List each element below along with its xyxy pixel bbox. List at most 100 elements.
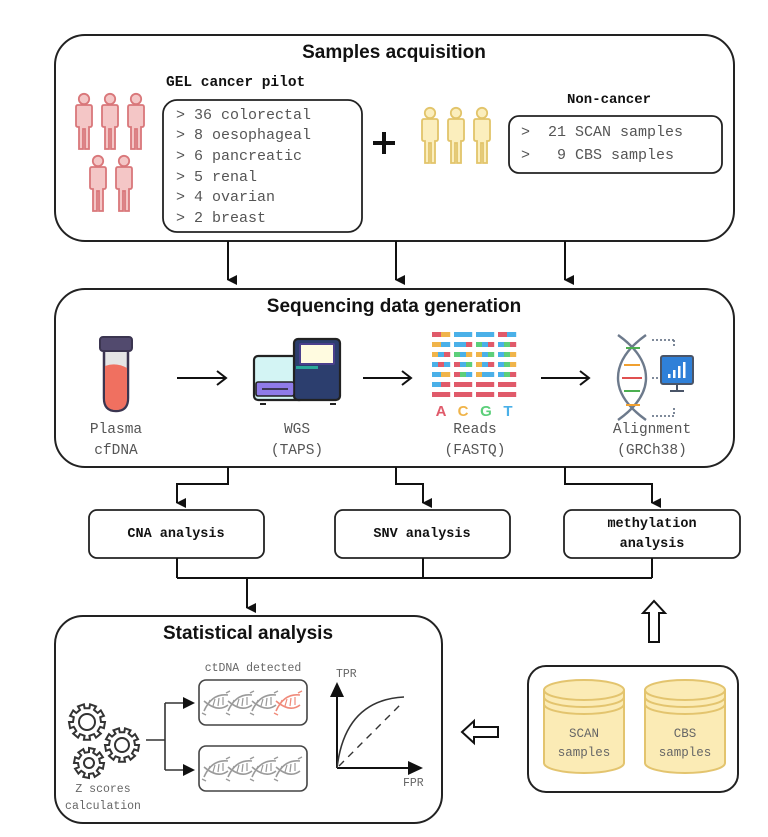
read-segment <box>488 372 495 377</box>
list-item: > 9 CBS samples <box>521 147 675 164</box>
gears-icon <box>67 702 141 780</box>
read-segment <box>466 352 473 357</box>
base-g: G <box>480 403 492 420</box>
list-item: > 4 ovarian <box>176 189 276 206</box>
read-segment <box>485 392 495 397</box>
step-label-line: cfDNA <box>94 443 138 459</box>
read-segment <box>441 342 451 347</box>
read-segment <box>466 362 473 367</box>
cancer-cohort-heading: GEL cancer pilot <box>166 75 306 91</box>
read-segment <box>454 362 461 367</box>
cbs-database-label: CBS samples <box>659 725 712 763</box>
list-item: > 6 pancreatic <box>176 148 303 165</box>
read-segment <box>476 362 483 367</box>
gear <box>72 746 106 780</box>
list-item: > 5 renal <box>176 169 258 186</box>
list-item: > 21 SCAN samples <box>521 124 684 141</box>
read-segment <box>504 372 511 377</box>
roc-diagonal <box>338 704 401 767</box>
read-segment <box>476 382 486 387</box>
read-segment <box>488 352 495 357</box>
cancer-list-box <box>162 99 363 233</box>
step-arrow <box>177 370 228 386</box>
db-label-line: CBS <box>673 727 697 741</box>
roc-y-arrowhead <box>330 682 344 697</box>
connector-arrows <box>227 241 574 285</box>
noncancer-cohort-heading: Non-cancer <box>566 92 652 108</box>
db-label-line: SCAN <box>568 727 600 741</box>
gear-hole <box>78 713 96 731</box>
step-label-reads: Reads (FASTQ) <box>445 420 506 462</box>
step-label-line: Alignment <box>612 422 692 438</box>
read-segment <box>482 372 489 377</box>
read-segment <box>507 392 517 397</box>
methylation-analysis-label: methylation analysis <box>607 517 697 552</box>
step-arrow <box>541 370 591 386</box>
gear-hole <box>83 757 95 769</box>
step-label-plasma: Plasma cfDNA <box>90 420 142 462</box>
list-item: > 36 colorectal <box>176 107 312 124</box>
read-segment <box>463 382 473 387</box>
step-label-line: (FASTQ) <box>444 443 506 459</box>
read-segment <box>498 392 508 397</box>
step-label-wgs: WGS(TAPS) <box>271 420 323 462</box>
read-segment <box>504 352 511 357</box>
read-segment <box>510 372 517 377</box>
read-segment <box>476 372 483 377</box>
read-segment <box>463 392 473 397</box>
base-c: C <box>458 403 469 420</box>
read-segment <box>441 392 451 397</box>
connector-arrows <box>176 467 661 508</box>
read-segment <box>441 382 451 387</box>
read-segment <box>460 362 467 367</box>
read-segment <box>438 362 445 367</box>
reads-icon <box>432 332 517 397</box>
roc-y-label: TPR <box>336 668 357 681</box>
read-segment <box>498 372 505 377</box>
step-label-line: (TAPS) <box>270 443 324 459</box>
sequencer-icon <box>252 337 342 405</box>
read-segment <box>504 342 511 347</box>
read-segment <box>454 382 464 387</box>
base-t: T <box>503 403 512 420</box>
read-segment <box>485 382 495 387</box>
sequencing-title: Sequencing data generation <box>266 296 522 317</box>
merge-connector <box>176 558 653 613</box>
read-segment <box>454 332 464 337</box>
read-segment <box>466 342 473 347</box>
read-segment <box>510 342 517 347</box>
roc-x-arrowhead <box>408 761 423 775</box>
read-segment <box>444 362 451 367</box>
read-segment <box>482 362 489 367</box>
read-segment <box>432 392 442 397</box>
read-segment <box>460 372 467 377</box>
list-item: > 2 breast <box>176 210 267 227</box>
read-segment <box>488 342 495 347</box>
snv-analysis-label: SNV analysis <box>373 527 471 542</box>
step-label-line: Plasma <box>89 422 143 438</box>
read-segment <box>498 332 508 337</box>
step-arrow <box>363 370 413 386</box>
hollow-up-arrow-icon <box>640 599 668 643</box>
read-segment <box>476 392 486 397</box>
read-segment <box>507 382 517 387</box>
step-label-line: (GRCh38) <box>617 443 687 459</box>
read-segment <box>476 342 483 347</box>
roc-curve-plot <box>330 682 423 775</box>
cbs-database-icon <box>644 679 726 774</box>
list-item: > 8 oesophageal <box>176 127 312 144</box>
step-label-line: Reads <box>453 422 497 438</box>
test-tube-icon <box>99 336 133 413</box>
read-segment <box>454 372 461 377</box>
read-segment <box>454 352 461 357</box>
read-segment <box>485 332 495 337</box>
plus-icon <box>373 132 395 154</box>
read-segment <box>510 352 517 357</box>
noncancer-list-box <box>508 115 723 174</box>
read-segment <box>507 332 517 337</box>
read-segment <box>438 352 445 357</box>
db-label-line: samples <box>658 746 712 760</box>
